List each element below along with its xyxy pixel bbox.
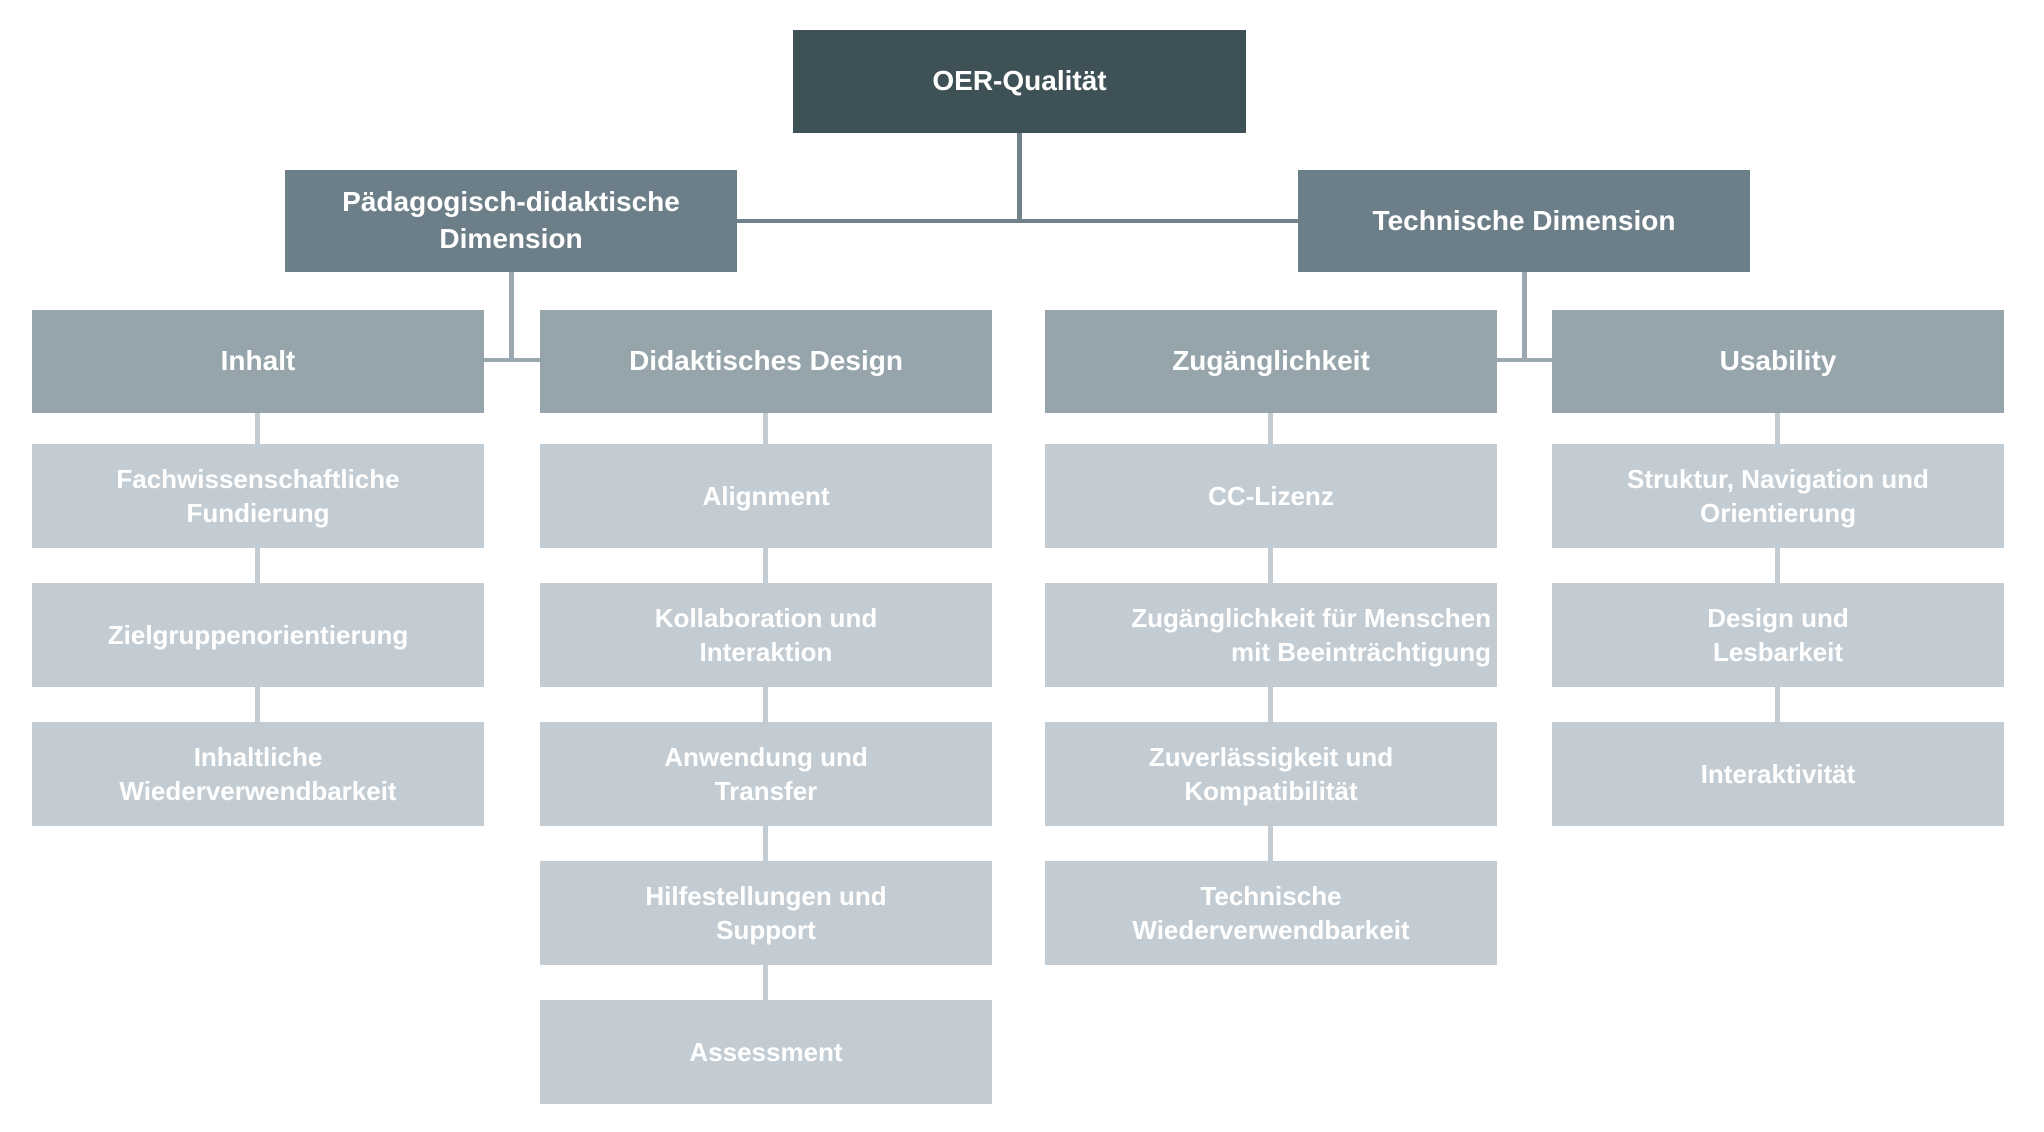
node-paedagogisch-didaktische-dimension: Pädagogisch-didaktische Dimension [285,170,737,272]
connector-root-vertical [1017,133,1022,223]
node-struktur-navigation-und-orientierung: Struktur, Navigation und Orientierung [1552,444,2004,548]
connector-col2-v5 [763,965,768,1000]
node-zielgruppenorientierung: Zielgruppenorientierung [32,583,484,687]
connector-col3-v3 [1268,687,1273,722]
node-zuverlaessigkeit-und-kompatibilitaet: Zuverlässigkeit und Kompatibilität [1045,722,1497,826]
connector-col4-v2 [1775,548,1780,583]
node-technische-wiederverwendbarkeit: Technische Wiederverwendbarkeit [1045,861,1497,965]
connector-col2-v3 [763,687,768,722]
connector-paedagogisch-horizontal [484,358,540,362]
node-oer-qualitaet: OER-Qualität [793,30,1246,133]
node-alignment: Alignment [540,444,992,548]
connector-col2-v4 [763,826,768,861]
connector-col4-v1 [1775,413,1780,444]
node-fachwissenschaftliche-fundierung: Fachwissenschaftliche Fundierung [32,444,484,548]
connector-technisch-horizontal [1497,358,1552,362]
node-zugaenglichkeit-fuer-menschen-mit-beeintraechtigung: Zugänglichkeit für Menschen mit Beeinträ… [1045,583,1497,687]
node-anwendung-und-transfer: Anwendung und Transfer [540,722,992,826]
node-design-und-lesbarkeit: Design und Lesbarkeit [1552,583,2004,687]
connector-col3-v1 [1268,413,1273,444]
node-inhalt: Inhalt [32,310,484,413]
node-inhaltliche-wiederverwendbarkeit: Inhaltliche Wiederverwendbarkeit [32,722,484,826]
connector-col3-v2 [1268,548,1273,583]
connector-root-horizontal [737,219,1298,223]
node-cc-lizenz: CC-Lizenz [1045,444,1497,548]
node-didaktisches-design: Didaktisches Design [540,310,992,413]
connector-col1-v1 [255,413,260,444]
node-technische-dimension: Technische Dimension [1298,170,1750,272]
connector-col2-v2 [763,548,768,583]
connector-paedagogisch-vertical [509,272,514,362]
node-assessment: Assessment [540,1000,992,1104]
node-interaktivitaet: Interaktivität [1552,722,2004,826]
node-hilfestellungen-und-support: Hilfestellungen und Support [540,861,992,965]
connector-col4-v3 [1775,687,1780,722]
node-zugaenglichkeit: Zugänglichkeit [1045,310,1497,413]
node-kollaboration-und-interaktion: Kollaboration und Interaktion [540,583,992,687]
connector-col3-v4 [1268,826,1273,861]
connector-col2-v1 [763,413,768,444]
connector-technisch-vertical [1522,272,1527,362]
connector-col1-v3 [255,687,260,722]
connector-col1-v2 [255,548,260,583]
node-usability: Usability [1552,310,2004,413]
